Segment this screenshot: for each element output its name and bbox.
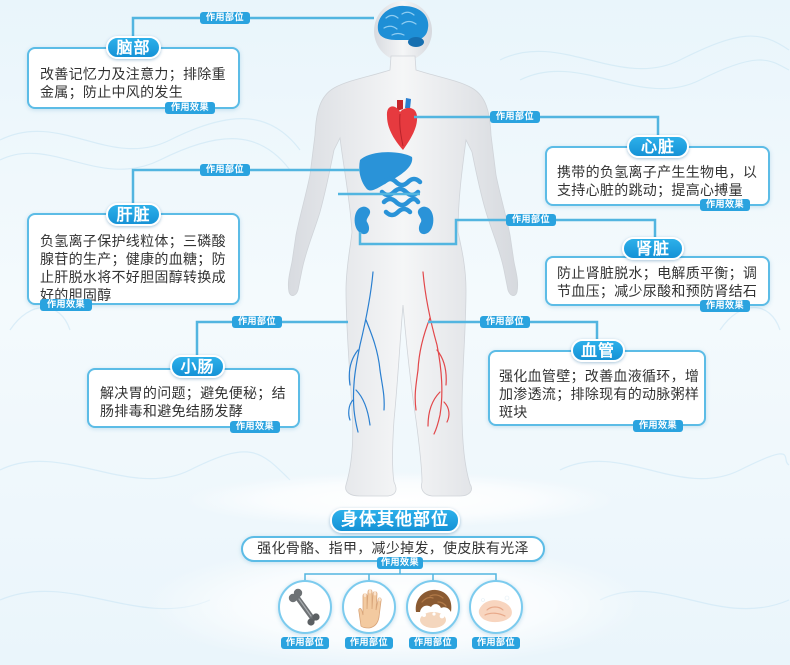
liver-connector bbox=[131, 168, 360, 204]
heart-location-tag: 作用部位 bbox=[490, 111, 540, 123]
brain-title: 脑部 bbox=[106, 36, 161, 59]
kidney-organs bbox=[354, 206, 434, 235]
small-intestine-effect-box: 解决胃的问题；避免便秘；结肠排毒和避免结肠发酵 bbox=[87, 368, 300, 428]
hair-location-tag: 作用部位 bbox=[409, 637, 457, 649]
other-parts-effect-text: 强化骨骼、指甲，减少掉发，使皮肤有光泽 bbox=[257, 541, 529, 557]
bone-icon bbox=[288, 588, 320, 626]
small-intestine-effect-tag: 作用效果 bbox=[230, 421, 280, 433]
hand-nail-circle bbox=[342, 580, 396, 634]
kidney-title: 肾脏 bbox=[622, 237, 684, 260]
brain-effect-tag: 作用效果 bbox=[165, 102, 215, 114]
brain-location-tag: 作用部位 bbox=[200, 12, 250, 24]
liver-effect-box: 负氢离子保护线粒体；三磷酸腺苷的生产；健康的血糖；防止肝脱水将不好胆固醇转换成好… bbox=[27, 213, 240, 305]
brain-effect-box: 改善记忆力及注意力；排除重金属；防止中风的发生 bbox=[27, 47, 240, 109]
bone-circle bbox=[278, 580, 332, 634]
liver-title: 肝脏 bbox=[106, 203, 161, 226]
liver-location-tag: 作用部位 bbox=[200, 164, 250, 176]
blood-vessels-title: 血管 bbox=[571, 339, 625, 362]
other-parts-title: 身体其他部位 bbox=[330, 508, 460, 533]
small-intestine-location-tag: 作用部位 bbox=[232, 316, 282, 328]
blood-vessels-effect-tag: 作用效果 bbox=[633, 420, 683, 432]
background-wave-pattern bbox=[0, 35, 790, 610]
other-parts-effect-tag: 作用效果 bbox=[377, 557, 423, 569]
brain-organ bbox=[377, 5, 429, 47]
small-intestine-effect-text: 解决胃的问题；避免便秘；结肠排毒和避免结肠发酵 bbox=[100, 386, 286, 420]
brain-connector bbox=[131, 16, 374, 37]
hand-nail-location-tag: 作用部位 bbox=[345, 637, 393, 649]
kidney-effect-tag: 作用效果 bbox=[700, 300, 750, 312]
brain-effect-text: 改善记忆力及注意力；排除重金属；防止中风的发生 bbox=[40, 67, 226, 101]
floor-glow bbox=[185, 472, 615, 528]
intestine-connector bbox=[195, 320, 348, 356]
heart-effect-text: 携带的负氢离子产生生物电，以支持心脏的跳动；提高心搏量 bbox=[557, 165, 758, 199]
liver-organ bbox=[359, 152, 413, 191]
skin-circle bbox=[469, 580, 523, 634]
kidney-connector bbox=[358, 218, 657, 246]
hair-icon bbox=[415, 589, 452, 628]
blood-vessels-effect-box: 强化血管壁；改善血液循环，增加渗透流；排除现有的动脉粥样斑块 bbox=[488, 350, 706, 426]
hair-circle bbox=[406, 580, 460, 634]
torso-and-limbs bbox=[287, 55, 519, 497]
skin-icon bbox=[478, 595, 512, 623]
kidney-location-tag: 作用部位 bbox=[506, 214, 556, 226]
other-parts-connector bbox=[304, 568, 497, 581]
bone-location-tag: 作用部位 bbox=[281, 637, 329, 649]
human-body-silhouette bbox=[287, 1, 519, 497]
blood-vessels-location-tag: 作用部位 bbox=[480, 316, 530, 328]
skin-location-tag: 作用部位 bbox=[472, 637, 520, 649]
liver-effect-tag: 作用效果 bbox=[40, 299, 92, 311]
blood-vessels-effect-text: 强化血管壁；改善血液循环，增加渗透流；排除现有的动脉粥样斑块 bbox=[499, 369, 700, 421]
kidney-effect-text: 防止肾脏脱水；电解质平衡；调节血压；减少尿酸和预防肾结石 bbox=[557, 266, 758, 300]
kidney-effect-box: 防止肾脏脱水；电解质平衡；调节血压；减少尿酸和预防肾结石 bbox=[545, 256, 770, 306]
small-intestine-title: 小肠 bbox=[170, 355, 225, 378]
leg-arteries-red bbox=[414, 271, 450, 435]
leg-veins-blue bbox=[348, 271, 385, 433]
heart-organ bbox=[386, 98, 418, 150]
right-kidney bbox=[417, 206, 434, 235]
heart-effect-tag: 作用效果 bbox=[700, 199, 750, 211]
hand-nail-icon bbox=[358, 589, 382, 629]
liver-effect-text: 负氢离子保护线粒体；三磷酸腺苷的生产；健康的血糖；防止肝脱水将不好胆固醇转换成好… bbox=[40, 234, 226, 304]
heart-title: 心脏 bbox=[627, 135, 689, 158]
left-kidney bbox=[354, 206, 371, 235]
